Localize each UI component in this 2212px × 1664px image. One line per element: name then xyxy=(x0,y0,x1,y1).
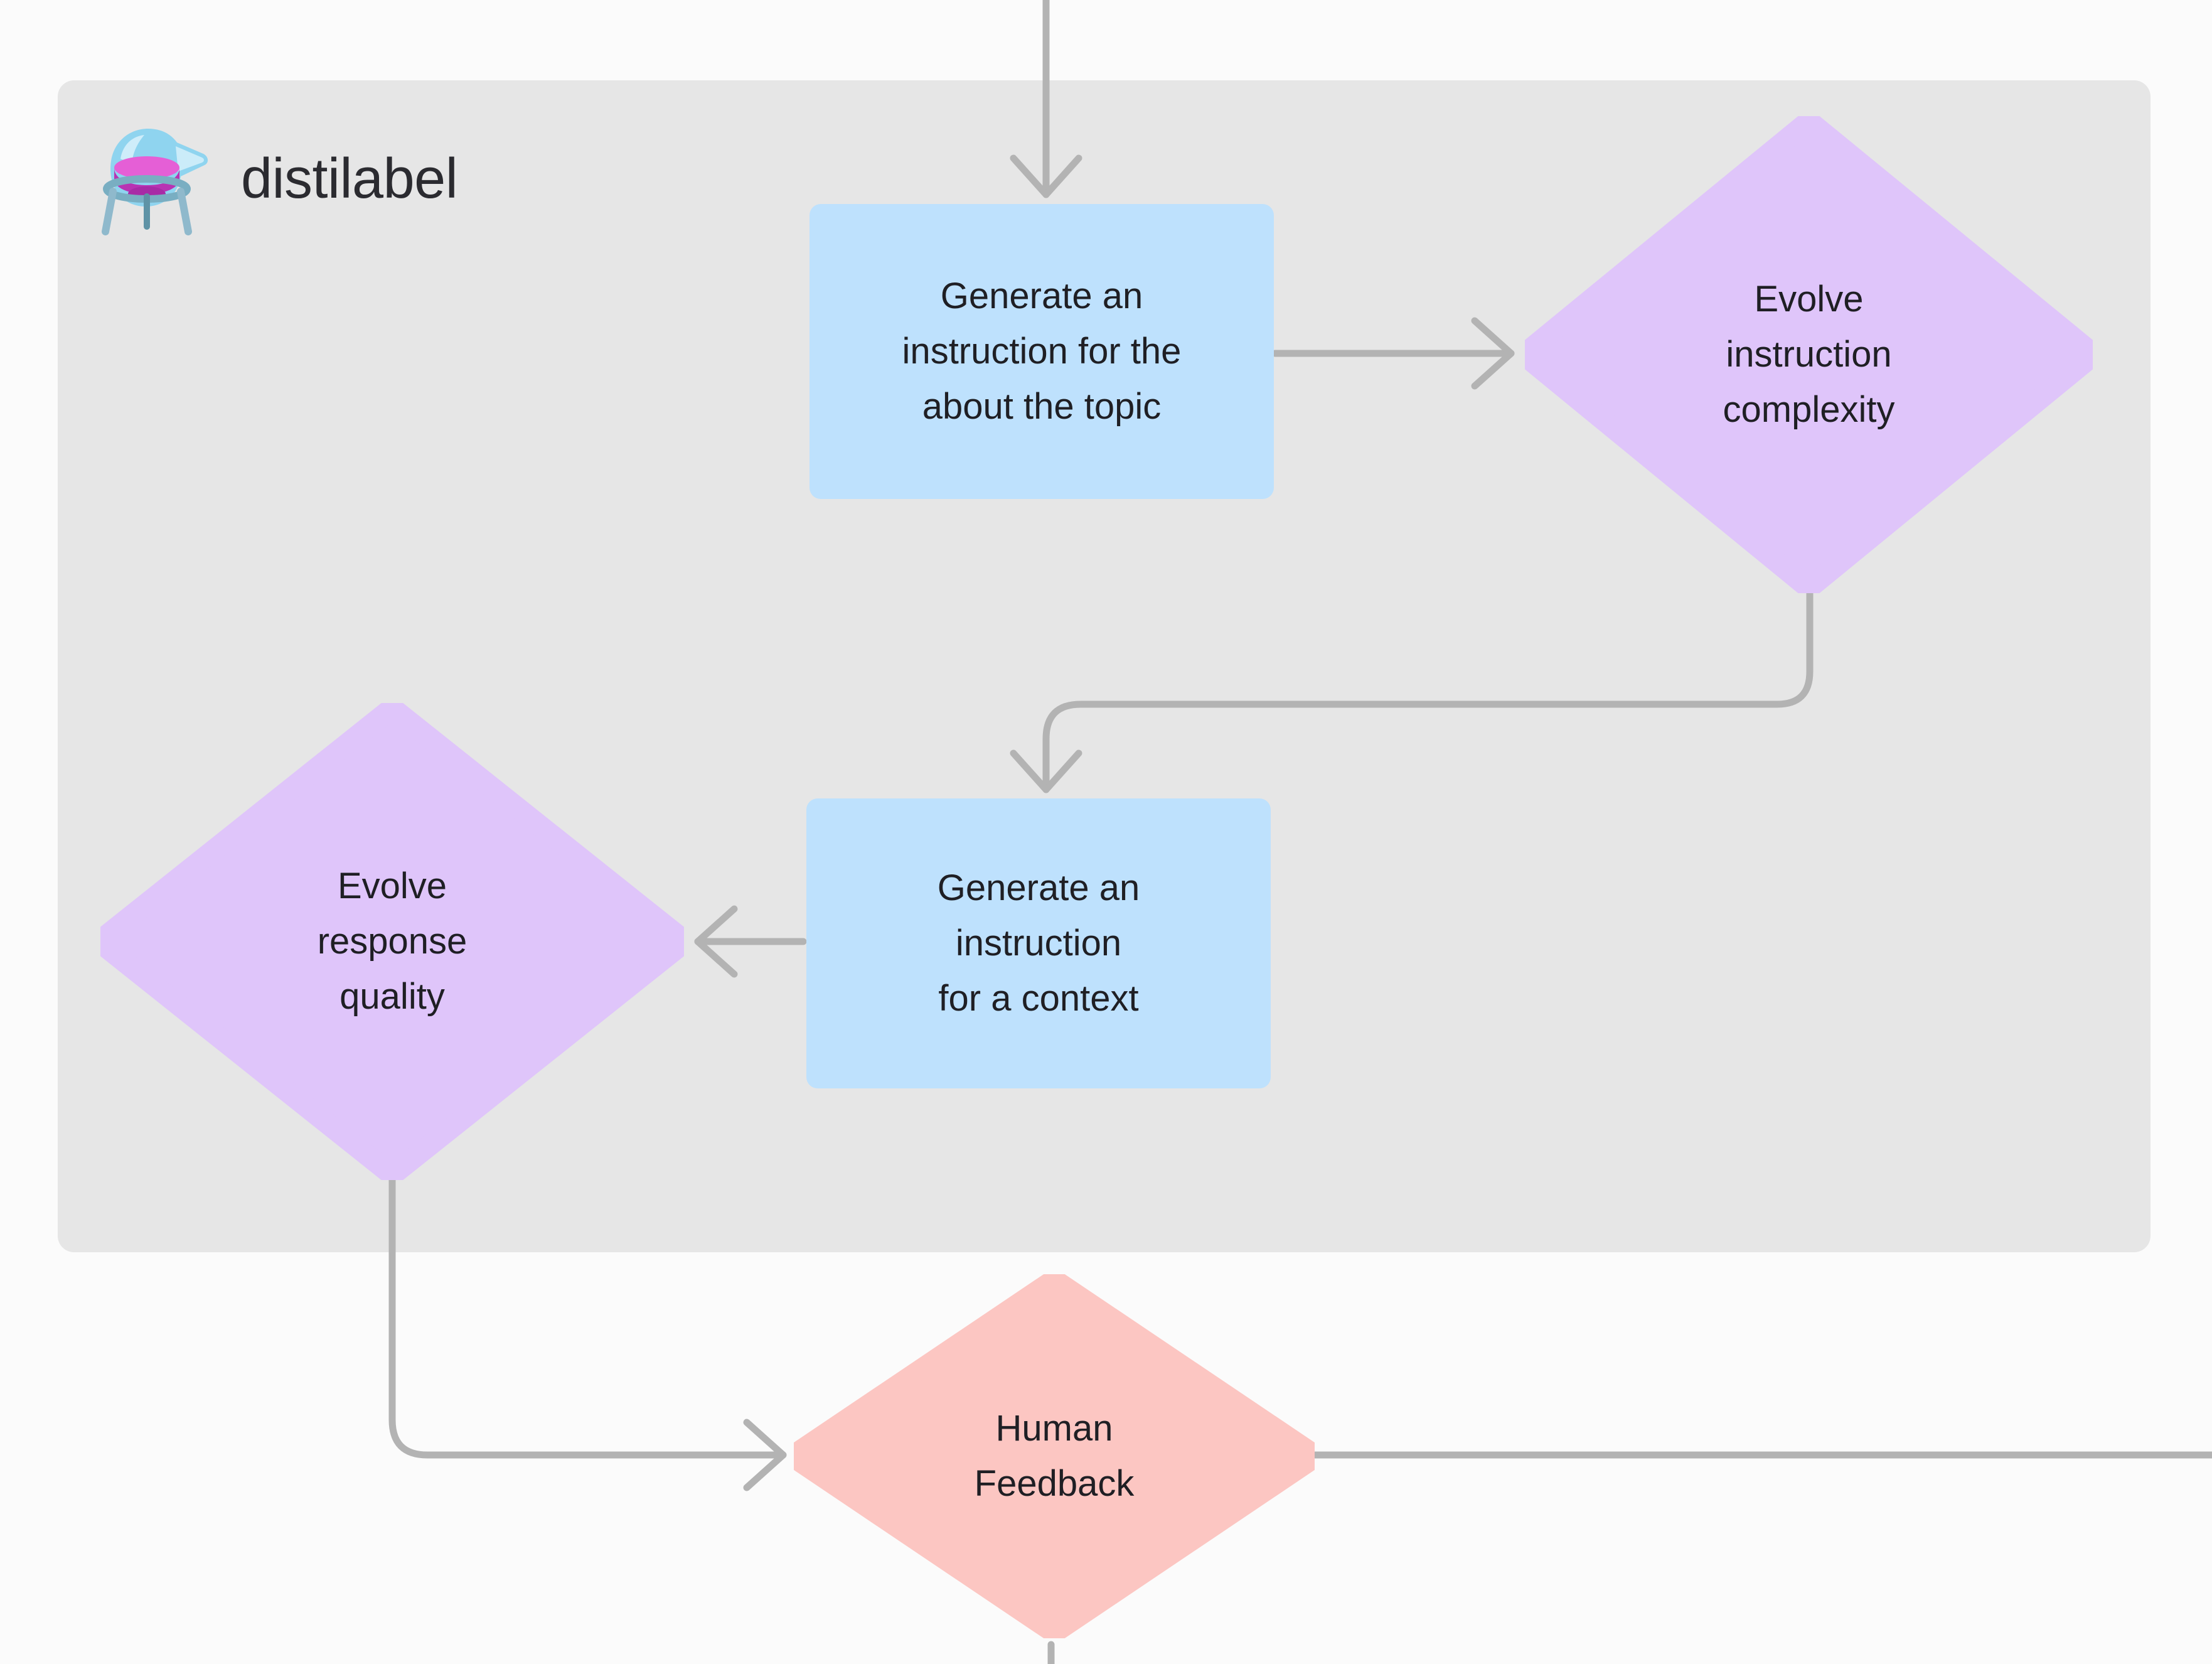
node-label-line: Generate an xyxy=(940,275,1143,316)
node-label-line: for a context xyxy=(938,978,1139,1019)
node-evolve-response-quality[interactable]: Evolve response quality xyxy=(100,703,684,1180)
node-label-line: response xyxy=(317,920,468,962)
node-label-line: complexity xyxy=(1723,389,1895,431)
subgraph-header: distilabel xyxy=(93,116,458,242)
node-label: Evolve instruction complexity xyxy=(1723,272,1895,437)
node-label-line: Evolve xyxy=(337,865,447,906)
node-label: Human Feedback xyxy=(975,1401,1135,1511)
node-label-line: quality xyxy=(339,976,445,1017)
node-label-line: Generate an xyxy=(937,867,1140,908)
node-label: Evolve response quality xyxy=(318,859,468,1024)
node-label-line: instruction xyxy=(955,922,1122,964)
diamond-shape xyxy=(100,703,684,1180)
node-generate-instruction-topic[interactable]: Generate an instruction for the about th… xyxy=(809,204,1274,499)
diamond-shape xyxy=(794,1274,1315,1638)
node-evolve-instruction-complexity[interactable]: Evolve instruction complexity xyxy=(1525,116,2093,593)
node-human-feedback[interactable]: Human Feedback xyxy=(794,1274,1315,1638)
node-label-line: instruction xyxy=(1726,333,1892,375)
node-generate-instruction-context[interactable]: Generate an instruction for a context xyxy=(806,798,1271,1088)
node-label-line: Feedback xyxy=(974,1463,1135,1504)
node-label-line: instruction for the xyxy=(902,330,1182,372)
distillation-flask-icon xyxy=(93,116,218,242)
node-label-line: about the topic xyxy=(922,386,1162,427)
node-label-line: Evolve xyxy=(1754,278,1864,319)
diamond-shape xyxy=(1525,116,2093,593)
subgraph-title: distilabel xyxy=(241,148,458,210)
node-label-line: Human xyxy=(995,1407,1113,1449)
